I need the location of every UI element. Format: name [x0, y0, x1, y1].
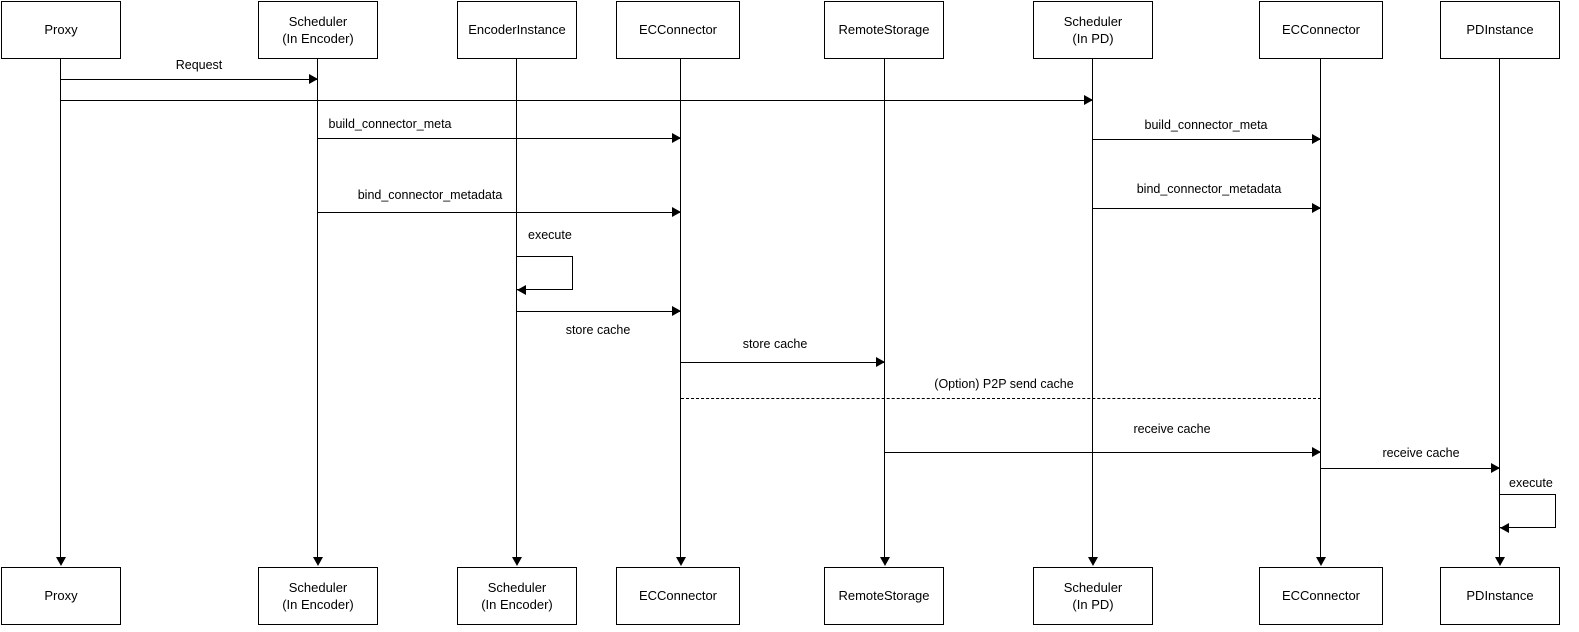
participant-header-remote_storage[interactable]: RemoteStorage — [824, 1, 944, 59]
lifeline-end-arrow-pd_instance — [1495, 557, 1505, 566]
message-arrowhead-m2 — [1084, 95, 1093, 105]
self-message-loop-s2[interactable] — [1500, 494, 1556, 528]
self-message-arrowhead-s1 — [517, 285, 526, 295]
message-label-m6: bind_connector_metadata — [1136, 182, 1282, 196]
participant-footer-proxy[interactable]: Proxy — [1, 567, 121, 625]
self-message-loop-s1[interactable] — [517, 256, 573, 290]
participant-footer-encoder_inst[interactable]: Scheduler (In Encoder) — [457, 567, 577, 625]
participant-footer-sched_pd[interactable]: Scheduler (In PD) — [1033, 567, 1153, 625]
message-arrowhead-m11 — [1491, 463, 1500, 473]
lifeline-end-arrow-sched_pd — [1088, 557, 1098, 566]
message-line-m9[interactable] — [681, 398, 1321, 399]
participant-header-ec_connector_l[interactable]: ECConnector — [616, 1, 740, 59]
message-line-m4[interactable] — [1093, 139, 1321, 140]
message-label-m3: build_connector_meta — [328, 117, 452, 131]
message-line-m3[interactable] — [318, 138, 681, 139]
message-label-m10: receive cache — [1133, 422, 1211, 436]
message-line-m7[interactable] — [517, 311, 681, 312]
participant-header-ec_connector_r[interactable]: ECConnector — [1259, 1, 1383, 59]
lifeline-encoder_inst — [516, 59, 518, 560]
message-line-m8[interactable] — [681, 362, 885, 363]
lifeline-pd_instance — [1499, 59, 1501, 560]
message-line-m6[interactable] — [1093, 208, 1321, 209]
message-label-m11: receive cache — [1382, 446, 1460, 460]
lifeline-proxy — [60, 59, 62, 560]
message-line-m2[interactable] — [61, 100, 1093, 101]
message-arrowhead-m10 — [1312, 447, 1321, 457]
message-label-m4: build_connector_meta — [1144, 118, 1268, 132]
participant-header-sched_encoder[interactable]: Scheduler (In Encoder) — [258, 1, 378, 59]
message-arrowhead-m4 — [1312, 134, 1321, 144]
message-arrowhead-m6 — [1312, 203, 1321, 213]
message-label-m7: store cache — [565, 323, 631, 337]
lifeline-end-arrow-remote_storage — [880, 557, 890, 566]
self-message-arrowhead-s2 — [1500, 523, 1509, 533]
participant-footer-remote_storage[interactable]: RemoteStorage — [824, 567, 944, 625]
self-message-label-s1: execute — [528, 228, 572, 242]
message-label-m1: Request — [175, 58, 223, 72]
lifeline-sched_encoder — [317, 59, 319, 560]
message-label-m5: bind_connector_metadata — [357, 188, 503, 202]
participant-header-pd_instance[interactable]: PDInstance — [1440, 1, 1560, 59]
lifeline-sched_pd — [1092, 59, 1094, 560]
message-arrowhead-m1 — [309, 74, 318, 84]
participant-footer-ec_connector_r[interactable]: ECConnector — [1259, 567, 1383, 625]
message-line-m1[interactable] — [61, 79, 318, 80]
lifeline-end-arrow-proxy — [56, 557, 66, 566]
message-arrowhead-m5 — [672, 207, 681, 217]
lifeline-end-arrow-ec_connector_r — [1316, 557, 1326, 566]
message-arrowhead-m7 — [672, 306, 681, 316]
lifeline-end-arrow-encoder_inst — [512, 557, 522, 566]
message-arrowhead-m8 — [876, 357, 885, 367]
participant-footer-ec_connector_l[interactable]: ECConnector — [616, 567, 740, 625]
message-label-m9: (Option) P2P send cache — [934, 377, 1074, 391]
participant-header-encoder_inst[interactable]: EncoderInstance — [457, 1, 577, 59]
message-label-m8: store cache — [742, 337, 808, 351]
participant-header-proxy[interactable]: Proxy — [1, 1, 121, 59]
participant-footer-sched_encoder[interactable]: Scheduler (In Encoder) — [258, 567, 378, 625]
participant-footer-pd_instance[interactable]: PDInstance — [1440, 567, 1560, 625]
lifeline-remote_storage — [884, 59, 886, 560]
message-line-m5[interactable] — [318, 212, 681, 213]
message-line-m10[interactable] — [885, 452, 1321, 453]
message-arrowhead-m3 — [672, 133, 681, 143]
lifeline-ec_connector_r — [1320, 59, 1322, 560]
message-line-m11[interactable] — [1321, 468, 1500, 469]
participant-header-sched_pd[interactable]: Scheduler (In PD) — [1033, 1, 1153, 59]
lifeline-end-arrow-ec_connector_l — [676, 557, 686, 566]
lifeline-end-arrow-sched_encoder — [313, 557, 323, 566]
self-message-label-s2: execute — [1509, 476, 1553, 490]
